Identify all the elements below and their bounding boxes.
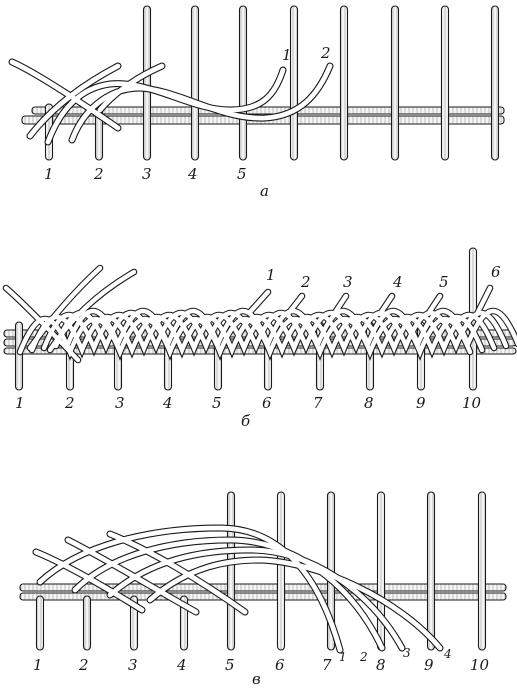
stake-number: 4 xyxy=(162,394,173,412)
weaving-rod xyxy=(475,285,493,315)
rod-label: 4 xyxy=(392,273,403,291)
stake xyxy=(238,5,248,161)
stake-number: 8 xyxy=(364,394,374,412)
rod-label: 4 xyxy=(443,647,452,661)
stake-number: 5 xyxy=(237,165,247,183)
stake-number: 2 xyxy=(64,394,75,412)
stake-number: 4 xyxy=(176,656,187,674)
panel-b: 1 2 3 4 5 6 7 8 9 10 1 2 3 4 5 6 б xyxy=(2,247,517,430)
panel-caption: в xyxy=(252,670,261,686)
stake-number: 9 xyxy=(424,656,434,674)
stake xyxy=(376,491,386,651)
stake xyxy=(390,5,400,161)
weaving-rod xyxy=(247,289,271,315)
weaving-rod xyxy=(65,309,517,350)
stake xyxy=(14,321,24,391)
stake xyxy=(226,491,236,651)
weaving-rods xyxy=(32,524,444,654)
rod-label: 2 xyxy=(300,273,311,291)
stake xyxy=(477,491,487,651)
stakes xyxy=(44,5,500,161)
stake-number: 1 xyxy=(15,394,25,412)
rod-labels: 1 2 xyxy=(282,44,331,64)
stake xyxy=(35,595,45,651)
stake-number: 1 xyxy=(33,656,43,674)
weaving-rod xyxy=(41,313,497,354)
stake-number: 2 xyxy=(93,165,104,183)
stake-number: 7 xyxy=(322,656,332,674)
weaving-rod xyxy=(47,269,137,353)
rod-label: 2 xyxy=(359,650,368,664)
rod-label: 3 xyxy=(403,646,411,660)
stake-number: 6 xyxy=(275,656,285,674)
rod-labels: 1 2 3 4 xyxy=(339,646,452,664)
panel-a: 1 2 3 4 5 1 2 а xyxy=(8,5,505,200)
stake-number: 7 xyxy=(313,394,323,412)
weaving-rod xyxy=(27,265,103,351)
panel-c: 1 2 3 4 5 6 7 8 9 10 1 2 3 4 в xyxy=(19,491,507,688)
rod-label: 1 xyxy=(339,650,347,664)
rod-label: 1 xyxy=(282,46,292,64)
stake-number: 5 xyxy=(225,656,235,674)
stake-number: 3 xyxy=(142,165,152,183)
rod-label: 2 xyxy=(320,44,331,62)
stake-number: 10 xyxy=(462,394,482,412)
rod-label: 3 xyxy=(343,273,353,291)
stakes xyxy=(35,491,487,651)
weaving-rod xyxy=(17,317,473,358)
stake-number: 3 xyxy=(128,656,138,674)
stake-number: 4 xyxy=(187,165,198,183)
stake xyxy=(490,5,500,161)
rod-labels: 1 2 3 4 5 6 xyxy=(266,263,501,291)
weaving-rod xyxy=(285,293,305,317)
stake-number: 5 xyxy=(212,394,222,412)
stake-number: 1 xyxy=(44,165,54,183)
weaving-rod xyxy=(425,293,443,317)
stake-numbers: 1 2 3 4 5 6 7 8 9 10 xyxy=(15,394,482,412)
rod-label: 5 xyxy=(439,273,449,291)
weaving-rod xyxy=(3,285,81,363)
weaving-rod xyxy=(29,315,485,356)
stake-number: 9 xyxy=(416,394,426,412)
rod-label: 6 xyxy=(491,263,501,281)
rod-label: 1 xyxy=(266,266,276,284)
stake xyxy=(339,5,349,161)
stake xyxy=(440,5,450,161)
stake xyxy=(82,595,92,651)
weaving-rods xyxy=(8,58,334,146)
stake xyxy=(276,491,286,651)
stake-number: 8 xyxy=(376,656,386,674)
weaving-rod xyxy=(377,293,395,317)
stake xyxy=(426,491,436,651)
stake-numbers: 1 2 3 4 5 xyxy=(44,165,247,183)
stake-numbers: 1 2 3 4 5 6 7 8 9 10 xyxy=(33,656,490,674)
stake xyxy=(289,5,299,161)
weaving-rods xyxy=(2,264,517,364)
stake-number: 10 xyxy=(470,656,490,674)
panel-caption: а xyxy=(260,182,269,200)
stake-number: 2 xyxy=(78,656,89,674)
stake xyxy=(190,5,200,161)
weaving-rod xyxy=(331,293,349,317)
stake xyxy=(142,5,152,161)
panel-caption: б xyxy=(241,412,251,430)
stake-number: 6 xyxy=(262,394,272,412)
stake-number: 3 xyxy=(115,394,125,412)
